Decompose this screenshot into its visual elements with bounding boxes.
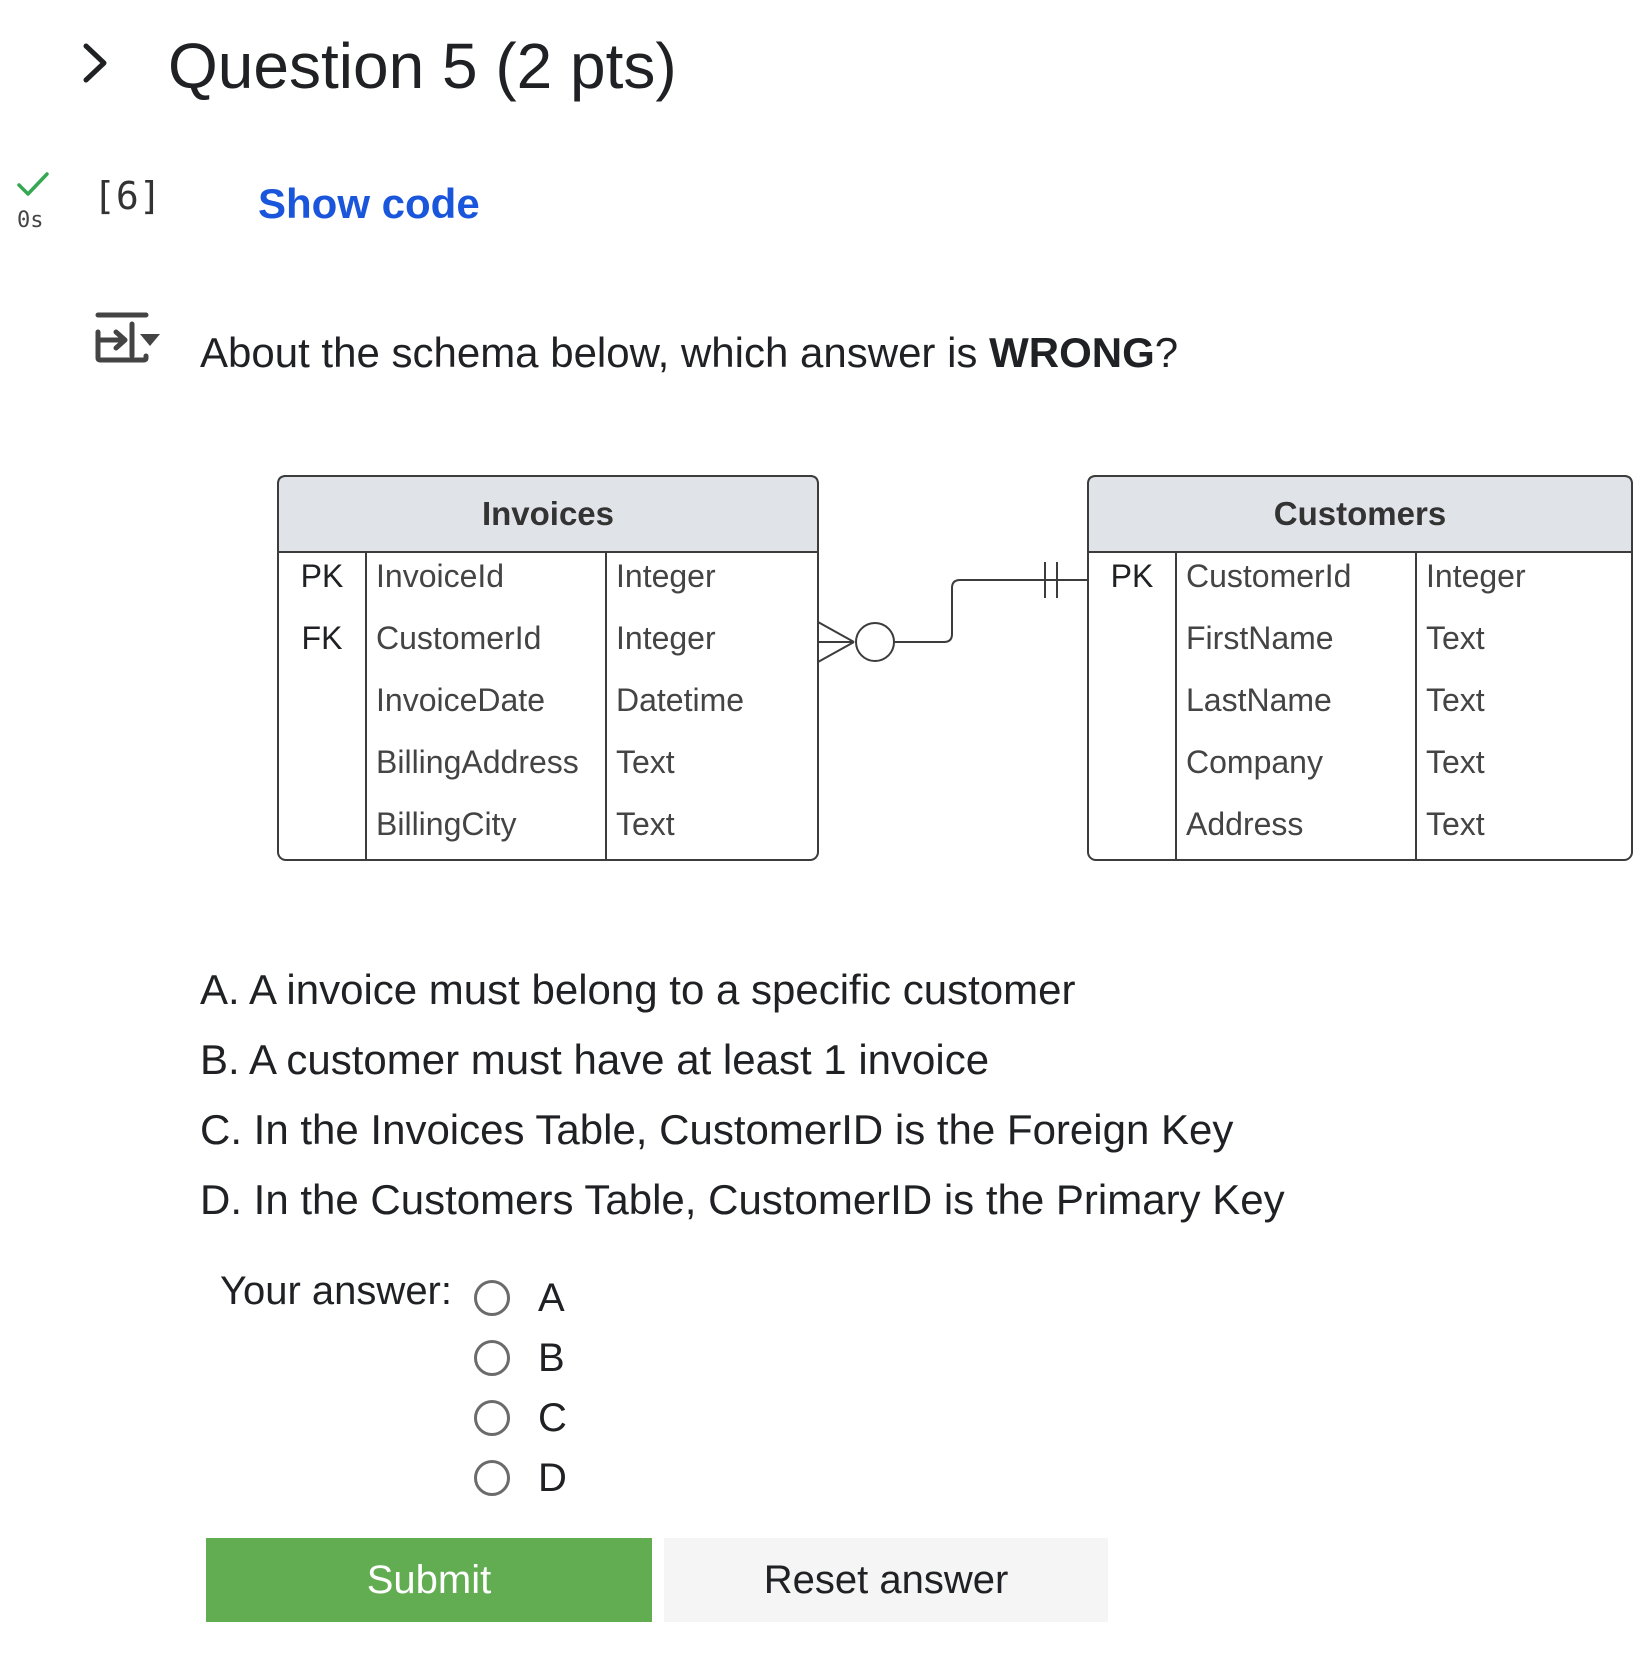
question-prefix: About the schema below, which answer is	[200, 329, 990, 376]
radio-label: B	[538, 1336, 565, 1380]
radio-button[interactable]	[474, 1280, 510, 1316]
invoices-type: Datetime	[616, 682, 744, 718]
relationship-connector	[817, 562, 1088, 663]
customers-field: LastName	[1186, 682, 1332, 718]
invoices-field: BillingCity	[376, 806, 516, 842]
customers-key: PK	[1111, 558, 1154, 594]
invoices-key: FK	[302, 620, 343, 656]
radio-label: A	[538, 1276, 565, 1320]
invoices-field: BillingAddress	[376, 744, 579, 780]
option-b-text: B. A customer must have at least 1 invoi…	[200, 1036, 990, 1083]
customers-table: Customers PK CustomerId Integer FirstNam…	[1087, 475, 1633, 861]
invoices-type: Text	[616, 744, 675, 780]
invoices-title: Invoices	[482, 495, 614, 532]
radio-option-c[interactable]: C	[474, 1388, 567, 1448]
zero-optional-icon	[855, 622, 895, 662]
customers-title: Customers	[1274, 495, 1446, 532]
radio-option-b[interactable]: B	[474, 1328, 567, 1388]
customers-type: Text	[1426, 806, 1485, 842]
invoices-type: Integer	[616, 620, 716, 656]
chevron-right-icon[interactable]	[80, 42, 110, 84]
output-toggle-icon[interactable]	[94, 310, 162, 364]
execution-time: 0s	[17, 208, 44, 233]
customers-type: Text	[1426, 682, 1485, 718]
execution-count: [6]	[93, 174, 162, 218]
customers-field: Company	[1186, 744, 1323, 780]
radio-option-a[interactable]: A	[474, 1268, 567, 1328]
question-emphasis: WRONG	[989, 329, 1155, 376]
answer-options: A. A invoice must belong to a specific c…	[200, 965, 1285, 1245]
option-c-text: C. In the Invoices Table, CustomerID is …	[200, 1106, 1234, 1153]
radio-button[interactable]	[474, 1460, 510, 1496]
invoices-table: Invoices PK InvoiceId Integer FK Custome…	[277, 475, 819, 861]
customers-field: Address	[1186, 806, 1303, 842]
invoices-field: InvoiceDate	[376, 682, 545, 718]
customers-field: FirstName	[1186, 620, 1334, 656]
reset-answer-button[interactable]: Reset answer	[664, 1538, 1108, 1622]
answer-radio-group: A B C D	[474, 1268, 567, 1508]
question-suffix: ?	[1154, 329, 1179, 376]
submit-button[interactable]: Submit	[206, 1538, 652, 1622]
invoices-field: InvoiceId	[376, 558, 504, 594]
invoices-type: Text	[616, 806, 675, 842]
radio-button[interactable]	[474, 1340, 510, 1376]
your-answer-label: Your answer:	[220, 1269, 452, 1313]
radio-label: D	[538, 1456, 567, 1500]
show-code-link[interactable]: Show code	[258, 180, 480, 227]
check-icon	[17, 172, 49, 196]
option-a-text: A. A invoice must belong to a specific c…	[200, 966, 1076, 1013]
radio-button[interactable]	[474, 1400, 510, 1436]
invoices-key: PK	[301, 558, 344, 594]
customers-field: CustomerId	[1186, 558, 1351, 594]
customers-type: Text	[1426, 620, 1485, 656]
customers-type: Text	[1426, 744, 1485, 780]
page-title: Question 5 (2 pts)	[168, 30, 677, 102]
invoices-field: CustomerId	[376, 620, 541, 656]
option-d-text: D. In the Customers Table, CustomerID is…	[200, 1176, 1285, 1223]
question-text: About the schema below, which answer is …	[200, 328, 1178, 378]
radio-label: C	[538, 1396, 567, 1440]
customers-type: Integer	[1426, 558, 1526, 594]
invoices-type: Integer	[616, 558, 716, 594]
er-diagram: Invoices PK InvoiceId Integer FK Custome…	[277, 475, 1633, 861]
radio-option-d[interactable]: D	[474, 1448, 567, 1508]
